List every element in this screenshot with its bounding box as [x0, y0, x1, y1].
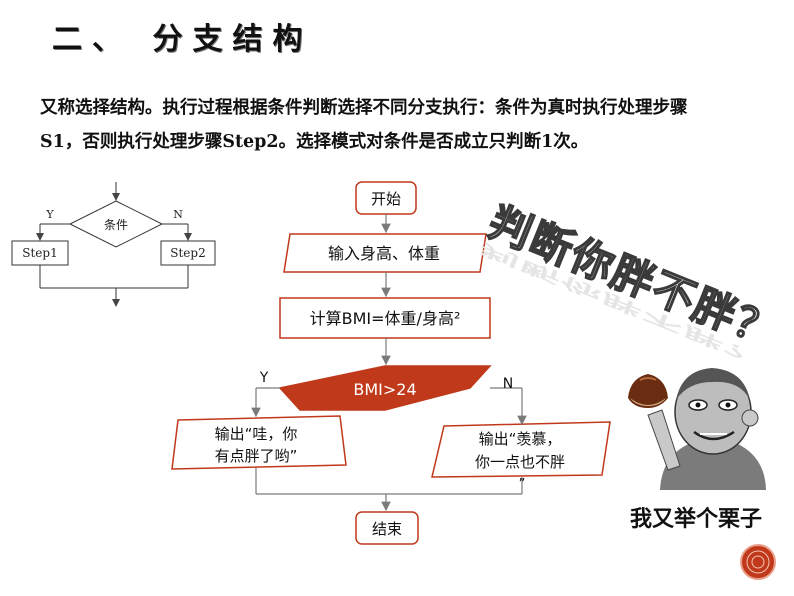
small-flowchart	[11, 182, 216, 307]
small-yes-label: Y	[45, 208, 54, 221]
meme-caption: 我又举个栗子	[630, 507, 763, 532]
no-output-node	[431, 421, 611, 478]
small-condition-label: 条件	[104, 218, 128, 232]
yes-output-line-2: 有点胖了哟”	[215, 447, 298, 465]
meme-illustration	[622, 365, 770, 495]
yes-output-line-1: 输出“哇，你	[215, 425, 298, 443]
input-label: 输入身高、体重	[328, 244, 440, 263]
main-no-label: N	[503, 376, 513, 392]
wordart: 判断你胖不胖？ 判断你胖不胖？	[477, 196, 787, 370]
start-label: 开始	[371, 190, 401, 208]
compute-label: 计算BMI=体重/身高²	[310, 309, 461, 328]
main-yes-label: Y	[259, 370, 269, 386]
next-slide-button[interactable]	[740, 544, 776, 580]
chestnut-icon	[628, 374, 668, 408]
decision-label: BMI>24	[353, 380, 416, 399]
description-line-2: S1，否则执行处理步骤Step2。选择模式对条件是否成立只判断1次。	[40, 132, 589, 152]
end-label: 结束	[372, 520, 402, 538]
small-no-label: N	[173, 208, 183, 221]
small-step1-label: Step1	[22, 246, 57, 260]
input-node	[283, 233, 487, 273]
no-output-line-1: 输出“羡慕，	[479, 430, 562, 448]
page-title: 二、 分支结构	[52, 22, 313, 57]
end-node	[355, 511, 419, 545]
description-line-1: 又称选择结构。执行过程根据条件判断选择不同分支执行：条件为真时执行处理步骤	[40, 98, 688, 118]
small-step2-label: Step2	[170, 246, 205, 260]
wordart-text: 判断你胖不胖？	[482, 197, 786, 358]
main-flowchart	[171, 181, 611, 545]
no-output-line-2: 你一点也不胖	[475, 453, 565, 471]
main-flow-arrows	[251, 214, 527, 512]
no-output-line-3: ”	[519, 477, 526, 492]
yes-output-node	[171, 415, 347, 470]
compute-node	[279, 297, 491, 339]
